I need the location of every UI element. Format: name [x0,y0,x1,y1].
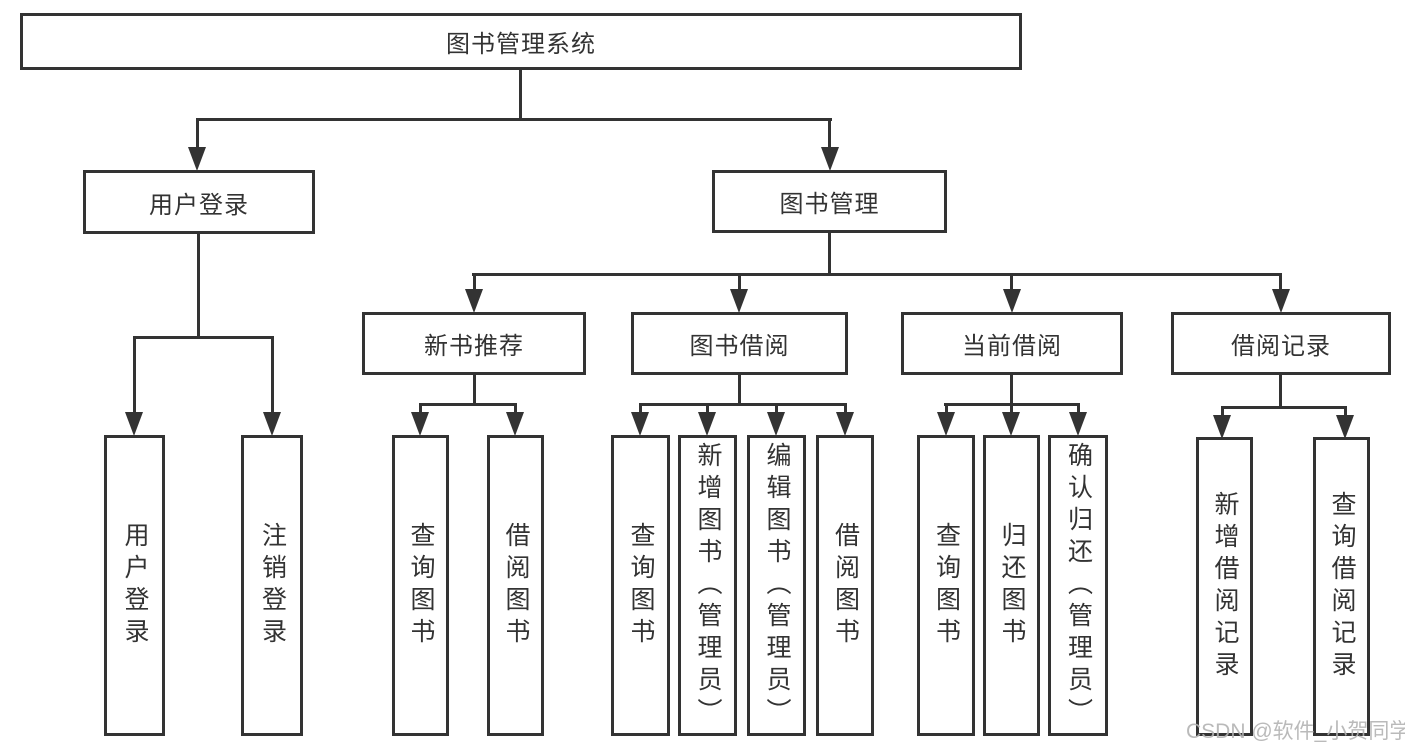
leaf-query-book-recommend: 查询图书 [392,435,449,736]
connector-line [419,403,517,406]
leaf-edit-book-admin: 编辑图书（管理员） [747,435,806,736]
leaf-edit-book-admin-label: 编辑图书（管理员） [763,441,791,730]
connector-line [1077,403,1080,413]
connector-line [844,403,847,413]
node-library-system-label: 图书管理系统 [446,31,596,58]
arrow-down-icon [1336,415,1354,439]
connector-line [706,403,709,413]
node-user-login-label: 用户登录 [149,191,249,219]
leaf-query-borrow-record: 查询借阅记录 [1313,437,1370,736]
arrow-down-icon [730,289,748,313]
connector-line [1279,375,1282,406]
leaf-user-login: 用户登录 [104,435,165,736]
connector-line [828,233,831,273]
connector-line [1010,403,1013,413]
leaf-return-book: 归还图书 [983,435,1040,736]
connector-line [473,375,476,403]
connector-line [133,336,274,339]
node-current-borrow: 当前借阅 [901,312,1123,375]
connector-line [519,70,522,118]
arrow-down-icon [411,412,429,436]
arrow-down-icon [125,412,143,436]
connector-line [775,403,778,413]
arrow-down-icon [1213,415,1231,439]
leaf-return-book-label: 归还图书 [998,521,1026,650]
connector-line [133,336,136,413]
leaf-query-book-current: 查询图书 [917,435,975,736]
leaf-query-book-recommend-label: 查询图书 [407,521,435,650]
connector-line [1221,406,1347,409]
leaf-add-borrow-record-label: 新增借阅记录 [1211,490,1239,683]
arrow-down-icon [1272,289,1290,313]
node-library-system: 图书管理系统 [20,13,1022,70]
arrow-down-icon [506,412,524,436]
leaf-user-login-label: 用户登录 [121,521,149,650]
leaf-confirm-return-admin: 确认归还（管理员） [1048,435,1108,736]
node-new-book-recommend-label: 新书推荐 [424,333,524,360]
connector-line [738,273,741,290]
connector-line [1344,406,1347,416]
leaf-borrow-book-recommend: 借阅图书 [487,435,544,736]
watermark: CSDN @软件_小贺同学 [1186,720,1405,743]
node-book-management: 图书管理 [712,170,947,233]
node-book-management-label: 图书管理 [779,191,880,218]
node-new-book-recommend: 新书推荐 [362,312,586,375]
leaf-add-book-admin: 新增图书（管理员） [678,435,737,736]
arrow-down-icon [1069,412,1087,436]
arrow-down-icon [836,412,854,436]
node-book-borrow-label: 图书借阅 [689,333,790,360]
leaf-add-book-admin-label: 新增图书（管理员） [694,441,722,730]
leaf-add-borrow-record: 新增借阅记录 [1196,437,1253,736]
connector-line [1279,273,1282,290]
leaf-logout: 注销登录 [241,435,303,736]
node-borrow-record: 借阅记录 [1171,312,1391,375]
connector-line [1010,273,1013,290]
arrow-down-icon [1002,412,1020,436]
connector-line [639,403,642,413]
leaf-query-borrow-record-label: 查询借阅记录 [1328,490,1356,683]
arrow-down-icon [937,412,955,436]
leaf-query-book-current-label: 查询图书 [932,521,961,650]
leaf-borrow-book: 借阅图书 [816,435,874,736]
arrow-down-icon [821,147,839,171]
connector-line [196,118,832,121]
connector-line [738,375,741,403]
connector-line [196,118,199,148]
leaf-borrow-book-recommend-label: 借阅图书 [502,521,530,650]
connector-line [419,403,422,413]
leaf-borrow-book-label: 借阅图书 [831,521,860,650]
arrow-down-icon [631,412,649,436]
arrow-down-icon [767,412,785,436]
connector-line [1010,375,1013,403]
arrow-down-icon [465,289,483,313]
arrow-down-icon [698,412,716,436]
connector-line [514,403,517,413]
node-current-borrow-label: 当前借阅 [962,333,1062,360]
connector-line [639,403,846,406]
arrow-down-icon [263,412,281,436]
connector-line [1221,406,1224,416]
connector-line [828,118,831,148]
node-book-borrow: 图书借阅 [631,312,848,375]
leaf-logout-label: 注销登录 [258,521,287,650]
leaf-confirm-return-admin-label: 确认归还（管理员） [1064,441,1093,730]
arrow-down-icon [188,147,206,171]
connector-line [472,273,1282,276]
leaf-query-book-borrow: 查询图书 [611,435,670,736]
leaf-query-book-borrow-label: 查询图书 [627,521,655,650]
node-borrow-record-label: 借阅记录 [1231,333,1331,360]
arrow-down-icon [1003,289,1021,313]
node-user-login: 用户登录 [83,170,315,234]
connector-line [945,403,948,413]
connector-line [197,234,200,336]
connector-line [473,273,476,290]
connector-line [271,336,274,413]
